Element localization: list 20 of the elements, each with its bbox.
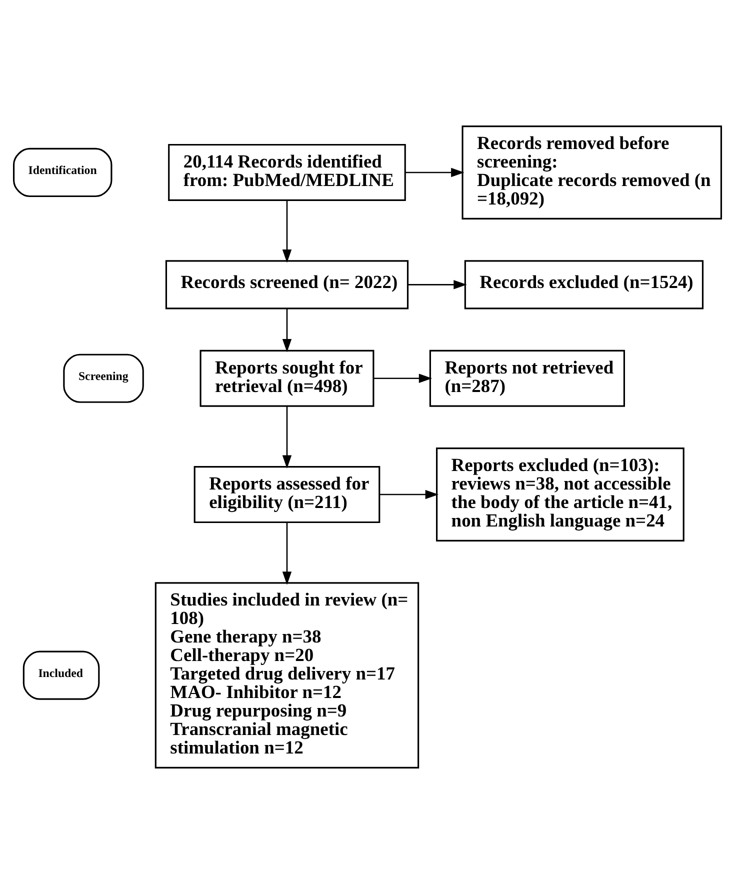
node-box: 20,114 Records identified from: PubMed/MEDLINE [168,143,406,200]
arrow [282,406,292,468]
arrow [282,308,292,352]
node-box: Reports excluded (n=103): reviews n=38, not accessible the body of the article n=41, non English language n=24 [436,447,684,541]
node-box: Reports assessed for eligibility (n=211) [194,466,380,523]
node-box: Records removed before screening: Duplicate records removed (n =18,092) [462,124,722,219]
node-box: Included [22,650,100,700]
node-box: Studies included in review (n= 108) Gene therapy n=38 Cell-therapy n=20 Targeted drug delivery n=17 MAO- Inhibitor n=12 Drug repurposing n=9 Transcranial magnetic stimulation n=12 [154,582,420,768]
node-box: Reports not retrieved (n=287) [429,349,625,406]
arrow [405,167,464,177]
node-box: Reports sought for retrieval (n=498) [200,349,374,406]
node-box: Identification [13,147,112,197]
arrow [380,489,439,499]
arrow [282,200,292,262]
node-box: Records excluded (n=1524) [464,260,704,309]
node-box: Records screened (n= 2022) [165,260,409,309]
arrow [408,280,467,289]
arrow [282,522,292,584]
node-box: Screening [63,353,144,402]
arrow [374,373,432,382]
